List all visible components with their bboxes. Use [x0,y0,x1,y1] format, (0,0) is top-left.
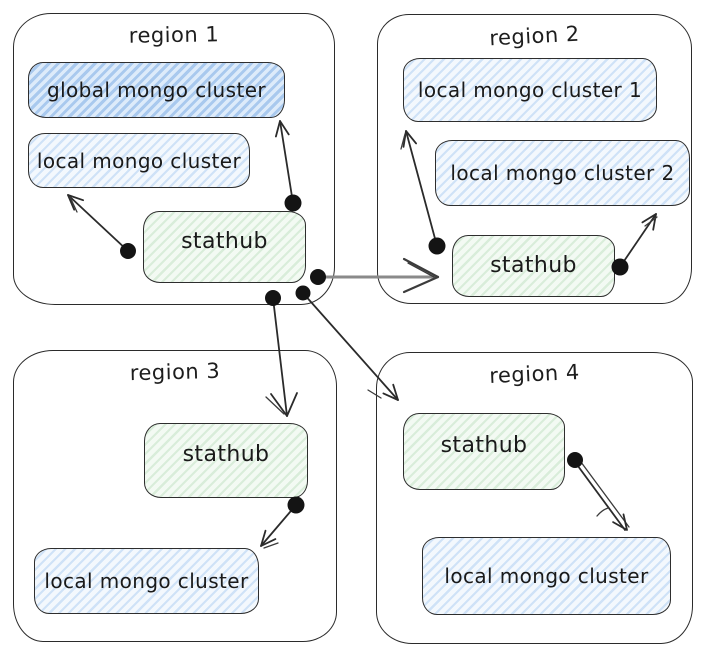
region-1-frame: region 1 global mongo cluster local mong… [13,13,335,305]
region-2-frame: region 2 local mongo cluster 1 local mon… [377,14,692,304]
region-4-frame: region 4 stathub local mongo cluster [376,352,693,644]
node-label: local mongo cluster 1 [417,78,643,102]
node-stathub-r3: stathub [144,423,308,498]
node-label: stathub [181,228,268,254]
node-local-mongo-cluster-r4: local mongo cluster [422,537,671,615]
node-stathub-r4: stathub [403,413,565,490]
node-label: local mongo cluster [44,569,249,593]
region-3-frame: region 3 stathub local mongo cluster [13,350,337,642]
node-label: stathub [490,252,577,278]
region-4-title: region 4 [488,360,581,388]
node-local-mongo-cluster-r3: local mongo cluster [34,548,259,614]
node-local-mongo-cluster-2-r2: local mongo cluster 2 [435,140,690,206]
node-stathub-r1: stathub [143,211,306,283]
node-label: local mongo cluster 2 [450,161,675,185]
node-label: local mongo cluster [36,148,242,173]
node-stathub-r2: stathub [452,235,615,297]
node-local-mongo-cluster-1-r2: local mongo cluster 1 [403,58,657,122]
node-label: stathub [440,433,528,458]
node-global-mongo-cluster: global mongo cluster [28,62,285,118]
node-label: stathub [182,442,270,467]
region-2-title: region 2 [488,21,581,51]
region-3-title: region 3 [129,358,221,386]
node-local-mongo-cluster-r1: local mongo cluster [28,133,250,188]
node-label: local mongo cluster [444,564,649,588]
region-1-title: region 1 [128,22,220,48]
node-label: global mongo cluster [46,78,267,102]
